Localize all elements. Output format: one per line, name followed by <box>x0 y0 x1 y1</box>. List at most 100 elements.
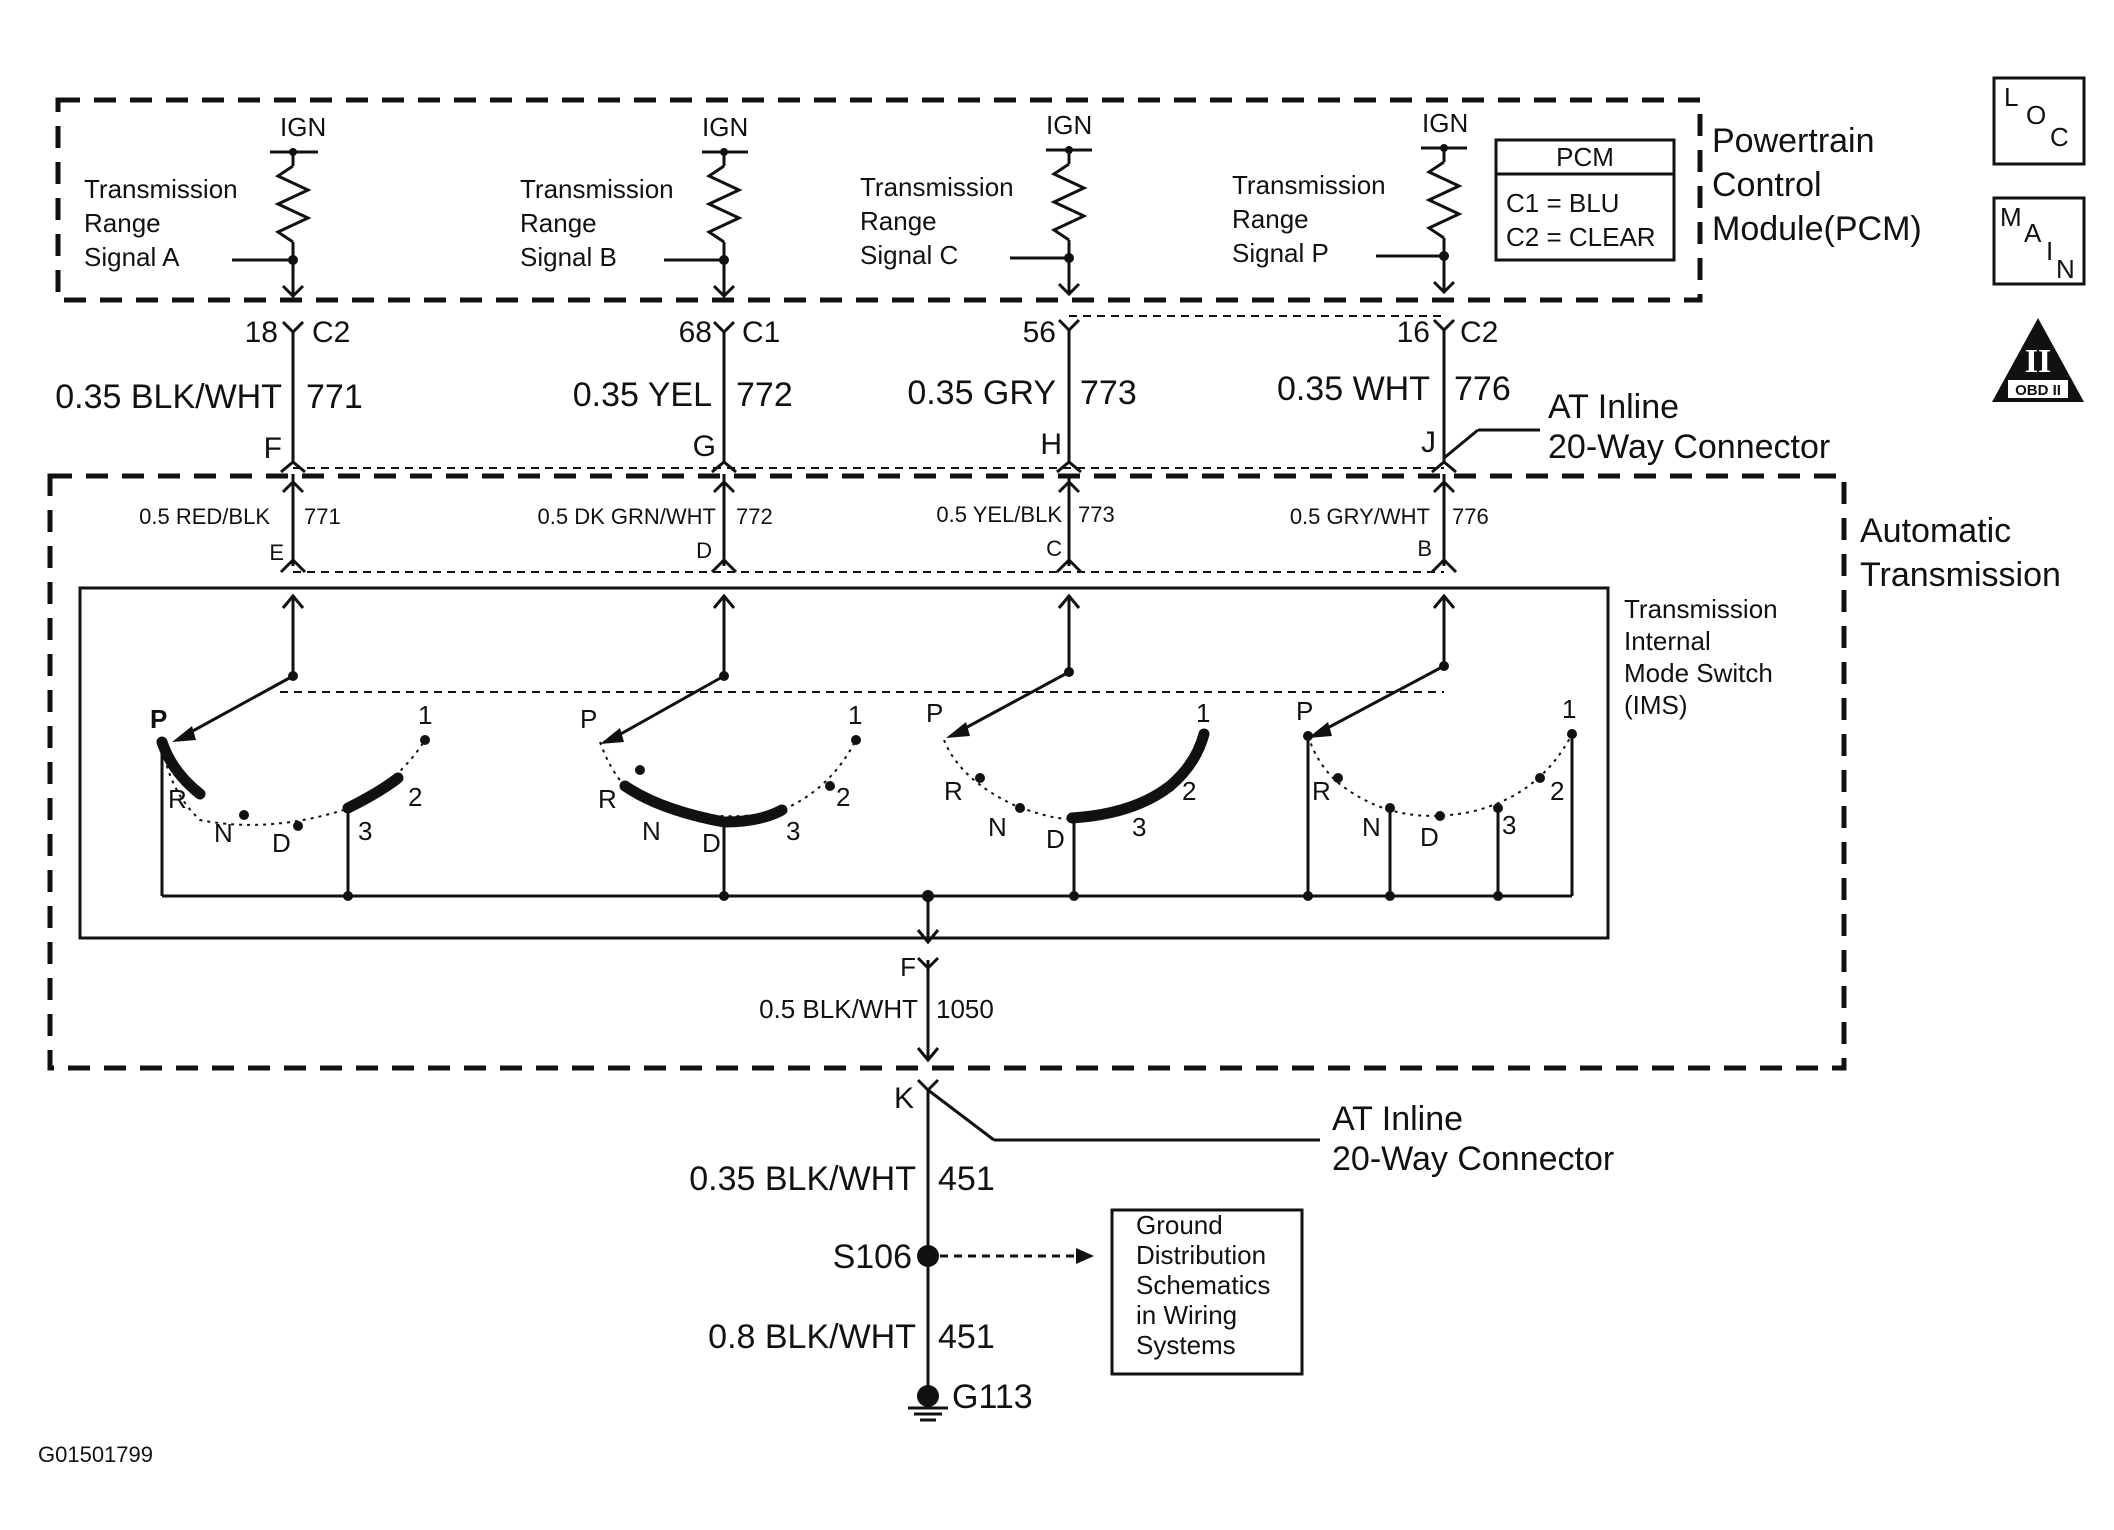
pos-c-2: 2 <box>1182 776 1196 806</box>
ims-title-line-3: Mode Switch <box>1624 658 1773 688</box>
signal-a-line-1: Transmission <box>84 174 238 204</box>
wire-772: 68 C1 0.35 YEL 772 G <box>573 316 793 463</box>
figure-id: G01501799 <box>38 1442 153 1467</box>
trans-num-772: 772 <box>736 504 773 529</box>
pos-b-p: P <box>580 704 597 734</box>
trans-wire-771: 0.5 RED/BLK <box>139 504 270 529</box>
main-icon: M A I N <box>1992 196 2086 286</box>
loc-letter-o: O <box>2026 100 2046 130</box>
connector-label-upper-1: AT Inline <box>1548 388 1679 426</box>
ground-wire-1: 0.35 BLK/WHT <box>689 1160 916 1198</box>
connector-label-upper-2: 20-Way Connector <box>1548 428 1830 466</box>
pos-b-3: 3 <box>786 816 800 846</box>
trans-pin-776: B <box>1417 536 1432 561</box>
pcm-legend-c1: C1 = BLU <box>1506 188 1619 218</box>
circuit-signal-p: IGN Transmission Range Signal P <box>1232 108 1468 295</box>
wire-label-772: 0.35 YEL <box>573 376 712 414</box>
main-letter-i: I <box>2046 236 2053 266</box>
ground-ref-line-2: Distribution <box>1136 1240 1266 1270</box>
pcm-title-line-3: Module(PCM) <box>1712 210 1922 248</box>
pos-c-n: N <box>988 812 1007 842</box>
ground-num-1: 451 <box>938 1160 995 1198</box>
trans-num-773: 773 <box>1078 502 1115 527</box>
ims-ground-wire: 0.5 BLK/WHT <box>759 994 918 1024</box>
pos-b-r: R <box>598 784 617 814</box>
inline-pin-773: H <box>1040 428 1062 461</box>
inline-pin-772: G <box>693 430 716 463</box>
pcm-connector-legend: PCM C1 = BLU C2 = CLEAR <box>1494 138 1676 262</box>
connector-label-lower-2: 20-Way Connector <box>1332 1140 1614 1178</box>
pcm-boundary <box>55 97 1703 303</box>
signal-a-line-2: Range <box>84 208 161 238</box>
signal-b-line-2: Range <box>520 208 597 238</box>
ims-title-line-2: Internal <box>1624 626 1711 656</box>
trans-num-776: 776 <box>1452 504 1489 529</box>
ims-title: Transmission Internal Mode Switch (IMS) <box>1624 594 1778 720</box>
wire-label-771: 0.35 BLK/WHT <box>55 378 282 416</box>
pos-c-p: P <box>926 698 943 728</box>
wire-773: 56 0.35 GRY 773 H <box>907 315 1444 462</box>
pcm-pin-771: 18 <box>245 316 278 349</box>
signal-a-line-3: Signal A <box>84 242 180 272</box>
trans-pin-773: C <box>1046 536 1062 561</box>
ims-switch-a: P R N D 3 2 1 <box>150 671 432 901</box>
ign-label-a: IGN <box>280 112 326 142</box>
pos-a-1: 1 <box>418 700 432 730</box>
transmission-title: Automatic Transmission <box>1860 512 2061 594</box>
pos-p-3: 3 <box>1502 810 1516 840</box>
pos-b-1: 1 <box>848 700 862 730</box>
pos-a-2: 2 <box>408 782 422 812</box>
circuit-signal-a: IGN Transmission Range Signal A <box>84 112 326 299</box>
pos-p-2: 2 <box>1550 776 1564 806</box>
pos-a-n: N <box>214 818 233 848</box>
circuit-num-771: 771 <box>306 378 363 416</box>
pos-a-r: R <box>168 784 187 814</box>
circuit-num-776: 776 <box>1454 370 1511 408</box>
inline-pin-771: F <box>264 432 282 465</box>
pos-a-3: 3 <box>358 816 372 846</box>
pos-p-p: P <box>1296 696 1313 726</box>
pos-p-1: 1 <box>1562 694 1576 724</box>
wire-label-773: 0.35 GRY <box>907 374 1056 412</box>
signal-c-line-1: Transmission <box>860 172 1014 202</box>
obd-label: OBD II <box>2015 382 2061 399</box>
circuit-signal-c: IGN Transmission Range Signal C <box>860 110 1092 297</box>
ign-label-c: IGN <box>1046 110 1092 140</box>
pos-b-d: D <box>702 828 721 858</box>
pos-p-n: N <box>1362 812 1381 842</box>
pos-a-d: D <box>272 828 291 858</box>
ground-ref-line-4: in Wiring <box>1136 1300 1237 1330</box>
pos-b-n: N <box>642 816 661 846</box>
transmission-wires: 0.5 RED/BLK 771 E 0.5 DK GRN/WHT 772 D 0… <box>139 474 1489 574</box>
ims-box <box>78 586 1610 940</box>
pcm-pin-772: 68 <box>679 316 712 349</box>
main-letter-a: A <box>2024 218 2042 248</box>
ground-label: G113 <box>952 1378 1033 1416</box>
pos-b-2: 2 <box>836 782 850 812</box>
trans-pin-771: E <box>269 540 284 565</box>
inline-ground-pin: K <box>894 1082 914 1115</box>
pcm-pin-776: 16 <box>1397 316 1430 349</box>
pcm-legend-title: PCM <box>1556 142 1614 172</box>
trans-pin-772: D <box>696 538 712 563</box>
circuit-signal-b: IGN Transmission Range Signal B <box>520 112 748 299</box>
pcm-conn-776: C2 <box>1460 316 1498 349</box>
pos-c-d: D <box>1046 824 1065 854</box>
obd-roman: II <box>2025 343 2051 380</box>
trans-wire-772: 0.5 DK GRN/WHT <box>538 504 716 529</box>
wire-label-776: 0.35 WHT <box>1277 370 1430 408</box>
pos-a-p: P <box>150 704 167 734</box>
trans-wire-776: 0.5 GRY/WHT <box>1290 504 1430 529</box>
pcm-title-line-2: Control <box>1712 166 1822 204</box>
pcm-pin-773: 56 <box>1023 316 1056 349</box>
ims-ground-bus <box>162 890 1572 945</box>
pos-c-r: R <box>944 776 963 806</box>
signal-c-line-3: Signal C <box>860 240 958 270</box>
ground-reference-box: Ground Distribution Schematics in Wiring… <box>1110 1208 1304 1376</box>
trans-num-771: 771 <box>304 504 341 529</box>
ims-ground-pin: F <box>900 952 916 982</box>
circuit-num-772: 772 <box>736 376 793 414</box>
pos-c-3: 3 <box>1132 812 1146 842</box>
ims-switch-b: P R N D 3 2 1 <box>580 671 862 901</box>
